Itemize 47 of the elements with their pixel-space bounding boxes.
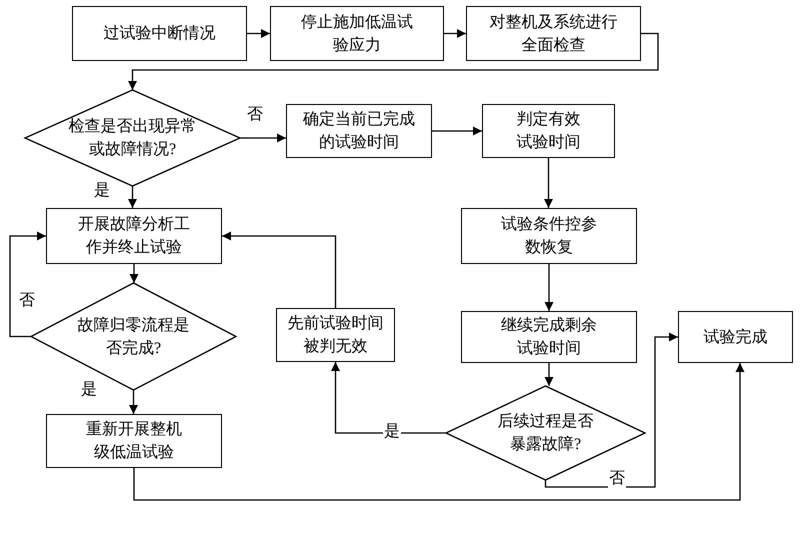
process-box [286, 104, 432, 158]
process-box [46, 208, 222, 264]
arrow [544, 264, 554, 311]
arrow [130, 264, 138, 283]
arrow [247, 29, 270, 38]
arrow [128, 186, 137, 208]
arrow [432, 126, 482, 136]
arrow [544, 363, 554, 386]
arrow [128, 32, 659, 90]
node-text: 后续过程是否暴露故障? [498, 412, 594, 455]
arrow [544, 158, 553, 208]
node-text: 过试验中断情况 [102, 24, 216, 44]
arrow [331, 362, 446, 434]
edge-label: 是 [383, 423, 401, 441]
node-text: 故障归零流程是否完成? [76, 316, 190, 358]
node-text: 检查是否出现异常或故障情况? [68, 116, 198, 160]
process-box [678, 311, 793, 363]
node-text: 对整机及系统进行全面检查 [488, 12, 618, 56]
arrow [133, 363, 744, 501]
arrow [9, 232, 46, 338]
edge-label: 否 [18, 292, 36, 310]
edge-label: 否 [608, 470, 626, 488]
arrow [240, 134, 286, 142]
node-text: 停止施加低温试验应力 [300, 12, 414, 56]
process-box [482, 104, 615, 158]
arrow [129, 390, 138, 414]
arrow [444, 29, 466, 38]
node-text: 确定当前已完成的试验时间 [302, 110, 416, 153]
node-text: 试验完成 [702, 328, 768, 348]
node-text: 试验条件控参数恢复 [501, 214, 597, 258]
arrow [544, 332, 678, 488]
edge-label: 是 [80, 381, 98, 399]
process-box [461, 208, 637, 264]
node-text: 继续完成剩余试验时间 [501, 316, 597, 359]
node-text: 开展故障分析工作并终止试验 [77, 214, 191, 258]
node-text: 先前试验时间被判无效 [288, 314, 384, 357]
process-box [46, 414, 222, 468]
node-text: 判定有效试验时间 [516, 110, 582, 153]
arrow [222, 232, 336, 308]
process-box [270, 6, 444, 61]
node-text: 重新开展整机级低温试验 [86, 420, 182, 463]
edge-label: 否 [246, 106, 264, 124]
process-box [276, 308, 395, 362]
process-box [461, 311, 637, 363]
process-box [466, 6, 641, 61]
process-box [72, 6, 247, 61]
edge-label: 是 [93, 182, 111, 200]
